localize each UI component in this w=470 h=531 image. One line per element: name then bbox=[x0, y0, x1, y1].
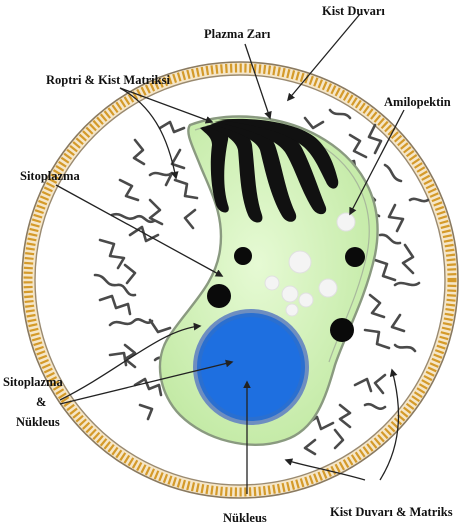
label-nukleus: Nükleus bbox=[223, 511, 267, 525]
label-sitoplazma-nukleus-line1: Sitoplazma bbox=[3, 375, 63, 389]
label-plazma-zari: Plazma Zarı bbox=[204, 27, 271, 41]
label-sitoplazma-nukleus-line2: & bbox=[36, 395, 46, 409]
label-kist-duvari-matriks: Kist Duvarı & Matriks bbox=[330, 505, 453, 519]
label-amilopektin: Amilopektin bbox=[384, 95, 451, 109]
label-roptri-kist-matriksi: Roptri & Kist Matriksi bbox=[46, 73, 170, 87]
label-kist-duvari: Kist Duvarı bbox=[322, 4, 385, 18]
label-sitoplazma-nukleus-line3: Nükleus bbox=[16, 415, 60, 429]
label-sitoplazma: Sitoplazma bbox=[20, 169, 80, 183]
